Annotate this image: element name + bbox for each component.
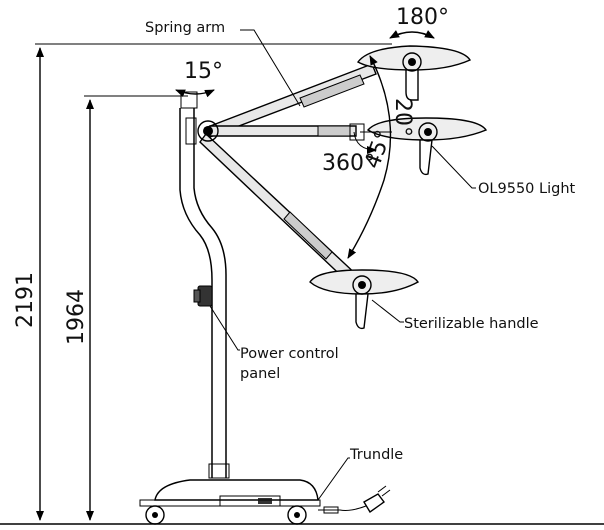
power-panel-label-line1: Power control [240,346,339,362]
light-label: OL9550 Light [478,181,576,197]
power-panel-label-line2: panel [240,366,280,382]
power-cable [318,485,391,514]
pole-rotation-indicator: 15° [175,59,223,98]
dimension-pole-height: 1964 [64,95,188,521]
pole-rotation-label: 15° [184,59,223,84]
trundle-label: Trundle [349,447,403,463]
dimension-pole-height-label: 1964 [64,289,89,345]
arm-joint [185,117,219,145]
head-rotation-indicator: 180° [389,5,449,39]
light-head-upper [356,45,472,101]
spring-arm-label: Spring arm [145,20,225,36]
spring-arm-middle [209,125,357,137]
leader-lines [209,29,476,501]
dimension-total-height: 2191 [13,43,392,521]
arm-angle-arc: 20° 45° [347,55,415,259]
power-control-panel [193,285,213,307]
handle-label: Sterilizable handle [404,316,539,332]
arm-up-angle-label: 20° [390,98,415,137]
pole [179,91,230,479]
mobile-base [139,479,321,525]
arm-rotation-indicator: 360° [322,131,377,176]
dimension-total-height-label: 2191 [13,272,38,328]
light-head-lower [309,269,420,330]
head-rotation-label: 180° [396,5,449,30]
arm-rotation-label: 360° [322,151,375,176]
